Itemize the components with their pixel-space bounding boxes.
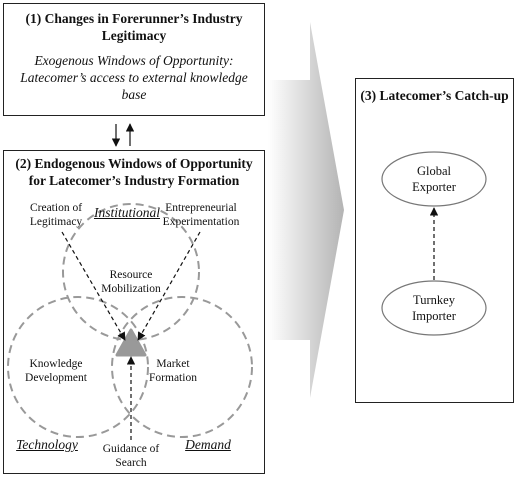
global-exporter-label: Global Exporter xyxy=(412,164,456,194)
box1-text: Exogenous Windows of Opportunity: Lateco… xyxy=(4,52,264,103)
box1-text-line2: Latecomer’s access to external knowledge xyxy=(20,70,248,85)
box2-title-line2: for Latecomer’s Industry Formation xyxy=(28,173,240,188)
institutional-label: Institutional xyxy=(93,205,160,220)
forerunner-legitimacy-box: (1) Changes in Forerunner’s Industry Leg… xyxy=(3,3,265,116)
creation-of-legitimacy-label: Creation of Legitimacy xyxy=(29,202,83,228)
box1-text-line1: Exogenous Windows of Opportunity: xyxy=(34,53,234,68)
box2-title-line1: (2) Endogenous Windows of Opportunity xyxy=(15,156,253,171)
market-formation-label: Market Formation xyxy=(149,358,197,384)
guidance-of-search-label: Guidance of Search xyxy=(102,443,160,469)
box1-title-line2: Legitimacy xyxy=(101,28,167,43)
box3-title: (3) Latecomer’s Catch-up xyxy=(360,88,509,103)
turnkey-importer-ellipse xyxy=(381,280,487,336)
turnkey-importer-label: Turnkey Importer xyxy=(412,293,456,323)
technology-circle xyxy=(7,296,149,438)
center-triangle xyxy=(115,328,147,357)
endogenous-windows-box: (2) Endogenous Windows of Opportunity fo… xyxy=(3,150,265,474)
box1-text-line3: base xyxy=(121,87,147,102)
box1-title-line1: (1) Changes in Forerunner’s Industry xyxy=(25,11,243,26)
box2-title: (2) Endogenous Windows of Opportunity fo… xyxy=(4,155,264,189)
resource-mobilization-label: Resource Mobilization xyxy=(101,269,161,295)
entrepreneurial-experimentation-label: Entrepreneurial Experimentation xyxy=(162,202,240,228)
big-transition-arrow xyxy=(268,22,344,398)
box1-title: (1) Changes in Forerunner’s Industry Leg… xyxy=(4,10,264,44)
global-exporter-ellipse xyxy=(381,151,487,207)
latecomer-catchup-box: (3) Latecomer’s Catch-up xyxy=(355,78,514,403)
technology-label: Technology xyxy=(16,437,78,452)
demand-label: Demand xyxy=(185,437,231,452)
knowledge-development-label: Knowledge Development xyxy=(25,358,87,384)
demand-circle xyxy=(111,296,253,438)
